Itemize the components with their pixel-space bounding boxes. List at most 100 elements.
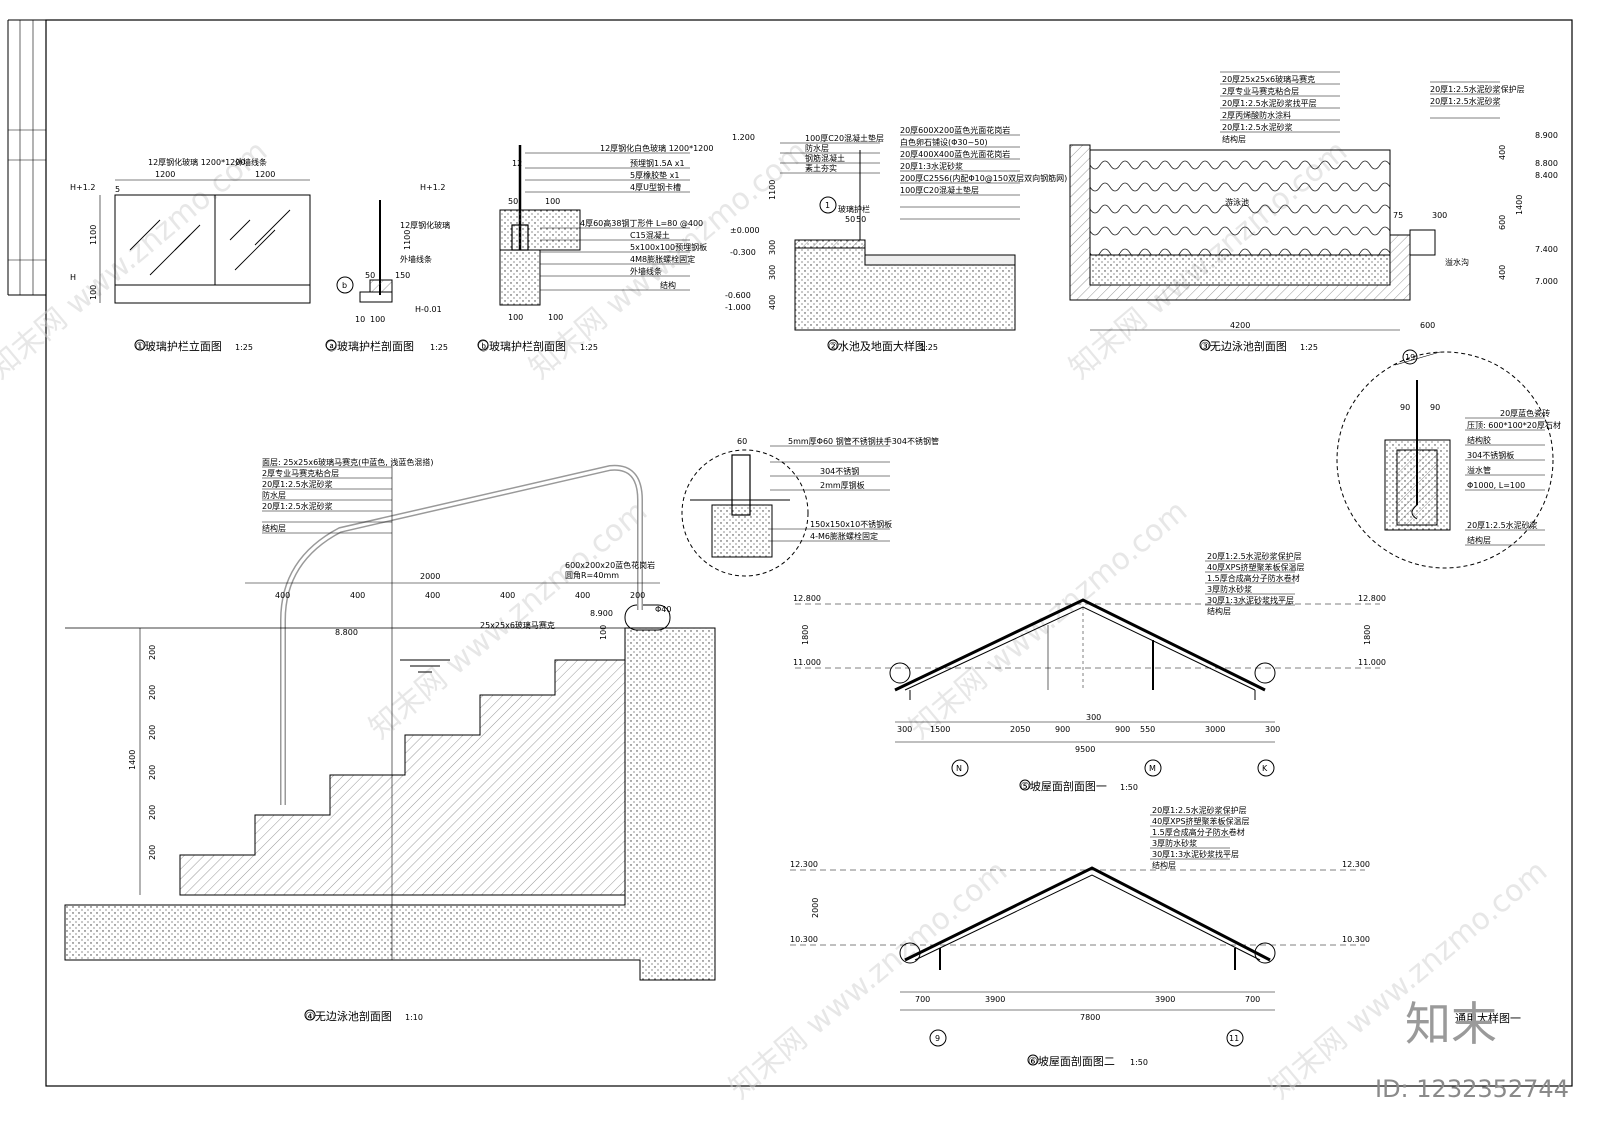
label: 200 xyxy=(148,845,157,860)
path-mark xyxy=(1069,144,1411,301)
label: 8.800 xyxy=(1535,159,1558,168)
scale-drawing-5: 1:50 xyxy=(1120,783,1138,792)
label: 1400 xyxy=(1515,195,1524,215)
label: 400 xyxy=(500,591,515,600)
drawing-glass-railing-elevation: 5 1200 1200 12厚钢化玻璃 1200*1200 外墙线条 H+1.2… xyxy=(70,157,311,353)
rect-mark xyxy=(499,209,581,251)
label: 压顶: 600*100*20厚石材 xyxy=(1467,420,1561,430)
label: 20厚400X400蓝色光面花岗岩 xyxy=(900,149,1010,159)
caption-drawing-3: ③无边泳池剖面图 xyxy=(1200,339,1287,353)
label: 100 xyxy=(370,315,385,324)
label: 8.400 xyxy=(1535,171,1558,180)
rect-mark xyxy=(1089,254,1391,286)
line-mark xyxy=(229,219,251,241)
rect-mark xyxy=(359,291,393,303)
label: 100 xyxy=(545,197,560,206)
label: 7.400 xyxy=(1535,245,1558,254)
circle-mark xyxy=(889,662,911,684)
label: 30厚1:3水泥砂浆找平层 xyxy=(1152,849,1239,859)
path-mark xyxy=(64,627,716,981)
label: 20厚1:2.5水泥砂浆 xyxy=(262,501,333,511)
path-mark xyxy=(1411,504,1418,520)
watermark-text: 知末网 www.znzmo.com xyxy=(903,494,1194,746)
label: 结构胶 xyxy=(1467,435,1491,445)
label: 100厚C20混凝土垫层 xyxy=(900,185,979,195)
rect-mark xyxy=(511,224,529,251)
drawing-glass-railing-section-a: b H+1.2 12厚钢化玻璃 外墙线条 1100 150 50 100 10 … xyxy=(325,183,450,353)
line-mark xyxy=(129,219,161,251)
label: 400 xyxy=(575,591,590,600)
label: 20厚1:2.5水泥砂浆 xyxy=(1430,96,1501,106)
label: 100 xyxy=(508,313,523,322)
label: 9500 xyxy=(1075,745,1095,754)
label: 30厚1:3水泥砂浆找平层 xyxy=(1207,595,1294,605)
label: 素土夯实 xyxy=(805,163,837,173)
label: 2050 xyxy=(1010,725,1030,734)
label: 结构层 xyxy=(1467,535,1491,545)
label: 7800 xyxy=(1080,1013,1100,1022)
label: 2000 xyxy=(811,898,820,918)
label: 12.300 xyxy=(1342,860,1370,869)
caption-drawing-1: ①玻璃护栏立面图 xyxy=(135,339,222,353)
label: 12厚钢化玻璃 xyxy=(400,220,450,230)
label: 玻璃护栏 xyxy=(838,204,870,214)
label: 3000 xyxy=(1205,725,1225,734)
label: 5mm厚Φ60 钢管不锈钢扶手304不锈钢管 xyxy=(788,436,939,446)
label: 90 xyxy=(1400,403,1410,412)
circle-mark xyxy=(336,276,354,294)
label: 2厚专业马赛克粘合层 xyxy=(1222,86,1299,96)
scale-drawing-2: 1:25 xyxy=(920,343,938,352)
label: 550 xyxy=(1140,725,1155,734)
label: 20厚1:2.5水泥砂浆保护层 xyxy=(1207,551,1302,561)
path-mark xyxy=(794,239,1016,331)
line-mark xyxy=(1394,351,1441,366)
image-id-text: ID: 1232352744 xyxy=(1375,1075,1569,1103)
caption-drawing-2: ②水池及地面大样图 xyxy=(828,339,926,353)
scale-drawing-3: 1:25 xyxy=(1300,343,1318,352)
label: Φ40 xyxy=(655,605,671,614)
caption-drawing-6: ⑥坡屋面剖面图二 xyxy=(1028,1054,1115,1068)
label: 20厚1:3水泥砂浆 xyxy=(900,161,963,171)
rect-mark xyxy=(1089,149,1391,256)
label: 400 xyxy=(768,295,777,310)
label: 5 xyxy=(115,185,120,194)
sheet-title: 通用大样图一 xyxy=(1455,1011,1521,1025)
label: 2厚专业马赛克粘合层 xyxy=(262,468,339,478)
label: 2000 xyxy=(420,572,440,581)
title-block-strip xyxy=(8,20,46,295)
brand-logo-text: 知末 xyxy=(1405,997,1497,1051)
label: 12.800 xyxy=(793,594,821,603)
label: 150 xyxy=(395,271,410,280)
label: 400 xyxy=(275,591,290,600)
drawing-roof-section-1: 12.800 11.000 12.800 11.000 1800 1800 30… xyxy=(793,551,1386,793)
label: 5厚橡胶垫 x1 xyxy=(630,170,679,180)
label: 75 xyxy=(1393,211,1403,220)
outer-border xyxy=(45,19,1573,1087)
label: 200厚C25S6(内配Φ10@150双层双向钢筋网) xyxy=(900,173,1067,183)
label: 200 xyxy=(148,685,157,700)
drawing-infinity-pool-section-4: 2000 400 400 400 400 400 200 8.800 8.900… xyxy=(64,436,939,1023)
scale-drawing-a: 1:25 xyxy=(430,343,448,352)
circle-mark xyxy=(1199,339,1211,351)
label: 7.000 xyxy=(1535,277,1558,286)
watermark-text: 知末网 www.znzmo.com xyxy=(1263,854,1554,1106)
drawing-glass-railing-section-b: 12厚钢化白色玻璃 1200*1200 预埋钢1.5A x1 5厚橡胶垫 x1 … xyxy=(477,143,713,353)
label: 25x25x6玻璃马赛克 xyxy=(480,620,555,630)
label: 50 xyxy=(856,215,866,224)
label: 2厚丙烯酸防水涂料 xyxy=(1222,110,1291,120)
label: -0.600 xyxy=(725,291,751,300)
drawing-pool-ground-detail: 20厚600X200蓝色光面花岗岩 100厚C20混凝土垫层 白色卵石铺设(Φ3… xyxy=(725,125,1067,353)
label: 1.200 xyxy=(732,133,755,142)
label: 20厚蓝色瓷砖 xyxy=(1500,408,1550,418)
label: 预埋钢1.5A x1 xyxy=(630,158,685,168)
path-mark xyxy=(904,866,1271,962)
label: 90 xyxy=(1430,403,1440,412)
label: 100 xyxy=(89,285,98,300)
circle-mark xyxy=(1254,942,1276,964)
label: 600 xyxy=(1498,215,1507,230)
label: -0.300 xyxy=(730,248,756,257)
label: 结构层 xyxy=(1207,606,1231,616)
label: 20厚1:2.5水泥砂浆保护层 xyxy=(1430,84,1525,94)
label: 20厚1:2.5水泥砂浆 xyxy=(1467,520,1538,530)
label: 1 xyxy=(825,201,830,210)
